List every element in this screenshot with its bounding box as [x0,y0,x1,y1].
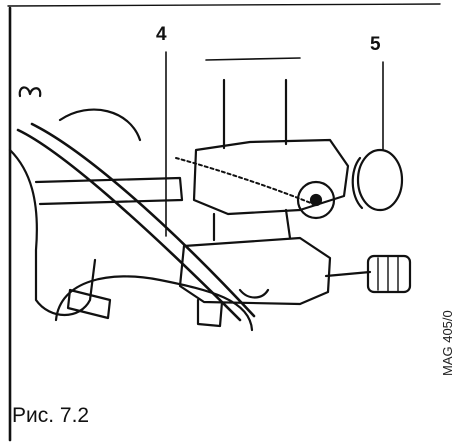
diagonal-rod-a [16,128,242,322]
frame-top-border [7,3,441,7]
throttle-cable [175,157,319,207]
callout-label-5: 5 [370,34,381,55]
housing-curve [58,108,142,142]
throttle-pulley [296,180,336,220]
figure-caption: Рис. 7.2 [12,404,90,427]
housing-flange [34,176,184,206]
cylinder-top [205,57,301,61]
callout-label-4: 4 [156,24,167,45]
reference-code: MAG 405/0 [440,310,455,376]
idle-screw-knob [366,254,412,294]
fuel-hook [18,86,42,98]
throttle-pulley-hub [309,193,323,207]
idle-screw-ridges [377,256,399,292]
adjuster-cap [356,148,404,212]
carb-body [192,138,350,216]
carb-float-bowl [178,236,332,306]
bottom-clamp [196,298,224,328]
fuel-pipe [54,275,254,332]
carb-neck [212,208,292,242]
diagonal-rod-b [30,122,256,318]
bottom-connector [238,288,270,299]
fuel-pipe-fitting [66,288,112,320]
adjuster-cap-rim [351,156,364,210]
idle-screw-shaft [324,270,372,278]
